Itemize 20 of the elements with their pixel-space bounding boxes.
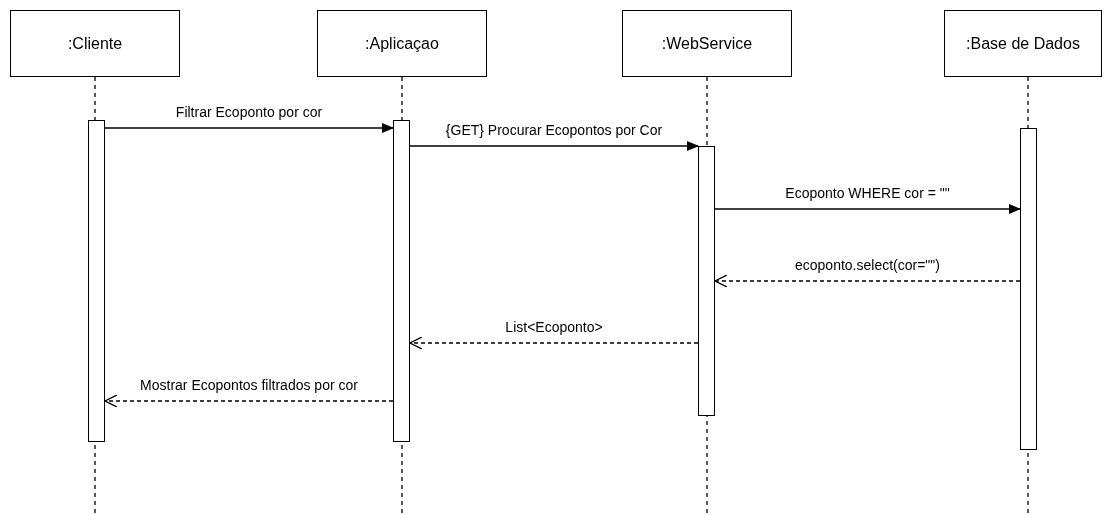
message-arrow	[104, 123, 394, 133]
message-label: Filtrar Ecoponto por cor	[175, 104, 323, 120]
activation-bar	[393, 120, 410, 442]
message-label: Ecoponto WHERE cor = ""	[785, 185, 950, 201]
lifeline-header: :Base de Dados	[944, 10, 1102, 77]
lifeline-header: :Cliente	[10, 10, 180, 77]
message-label: {GET} Procurar Ecopontos por Cor	[445, 122, 663, 138]
activation-bar	[1020, 128, 1037, 450]
message-arrow	[409, 141, 699, 151]
return-arrow	[104, 394, 394, 408]
return-arrow	[409, 336, 699, 350]
lifeline-header: :Aplicaçao	[317, 10, 487, 77]
activation-bar	[88, 120, 105, 442]
message-label: Mostrar Ecopontos filtrados por cor	[140, 377, 358, 393]
activation-bar	[698, 146, 715, 416]
return-arrow	[714, 274, 1021, 288]
message-arrow	[714, 204, 1021, 214]
message-label: ecoponto.select(cor="")	[795, 257, 940, 273]
message-label: List<Ecoponto>	[505, 319, 603, 335]
lifeline-header: :WebService	[622, 10, 792, 77]
